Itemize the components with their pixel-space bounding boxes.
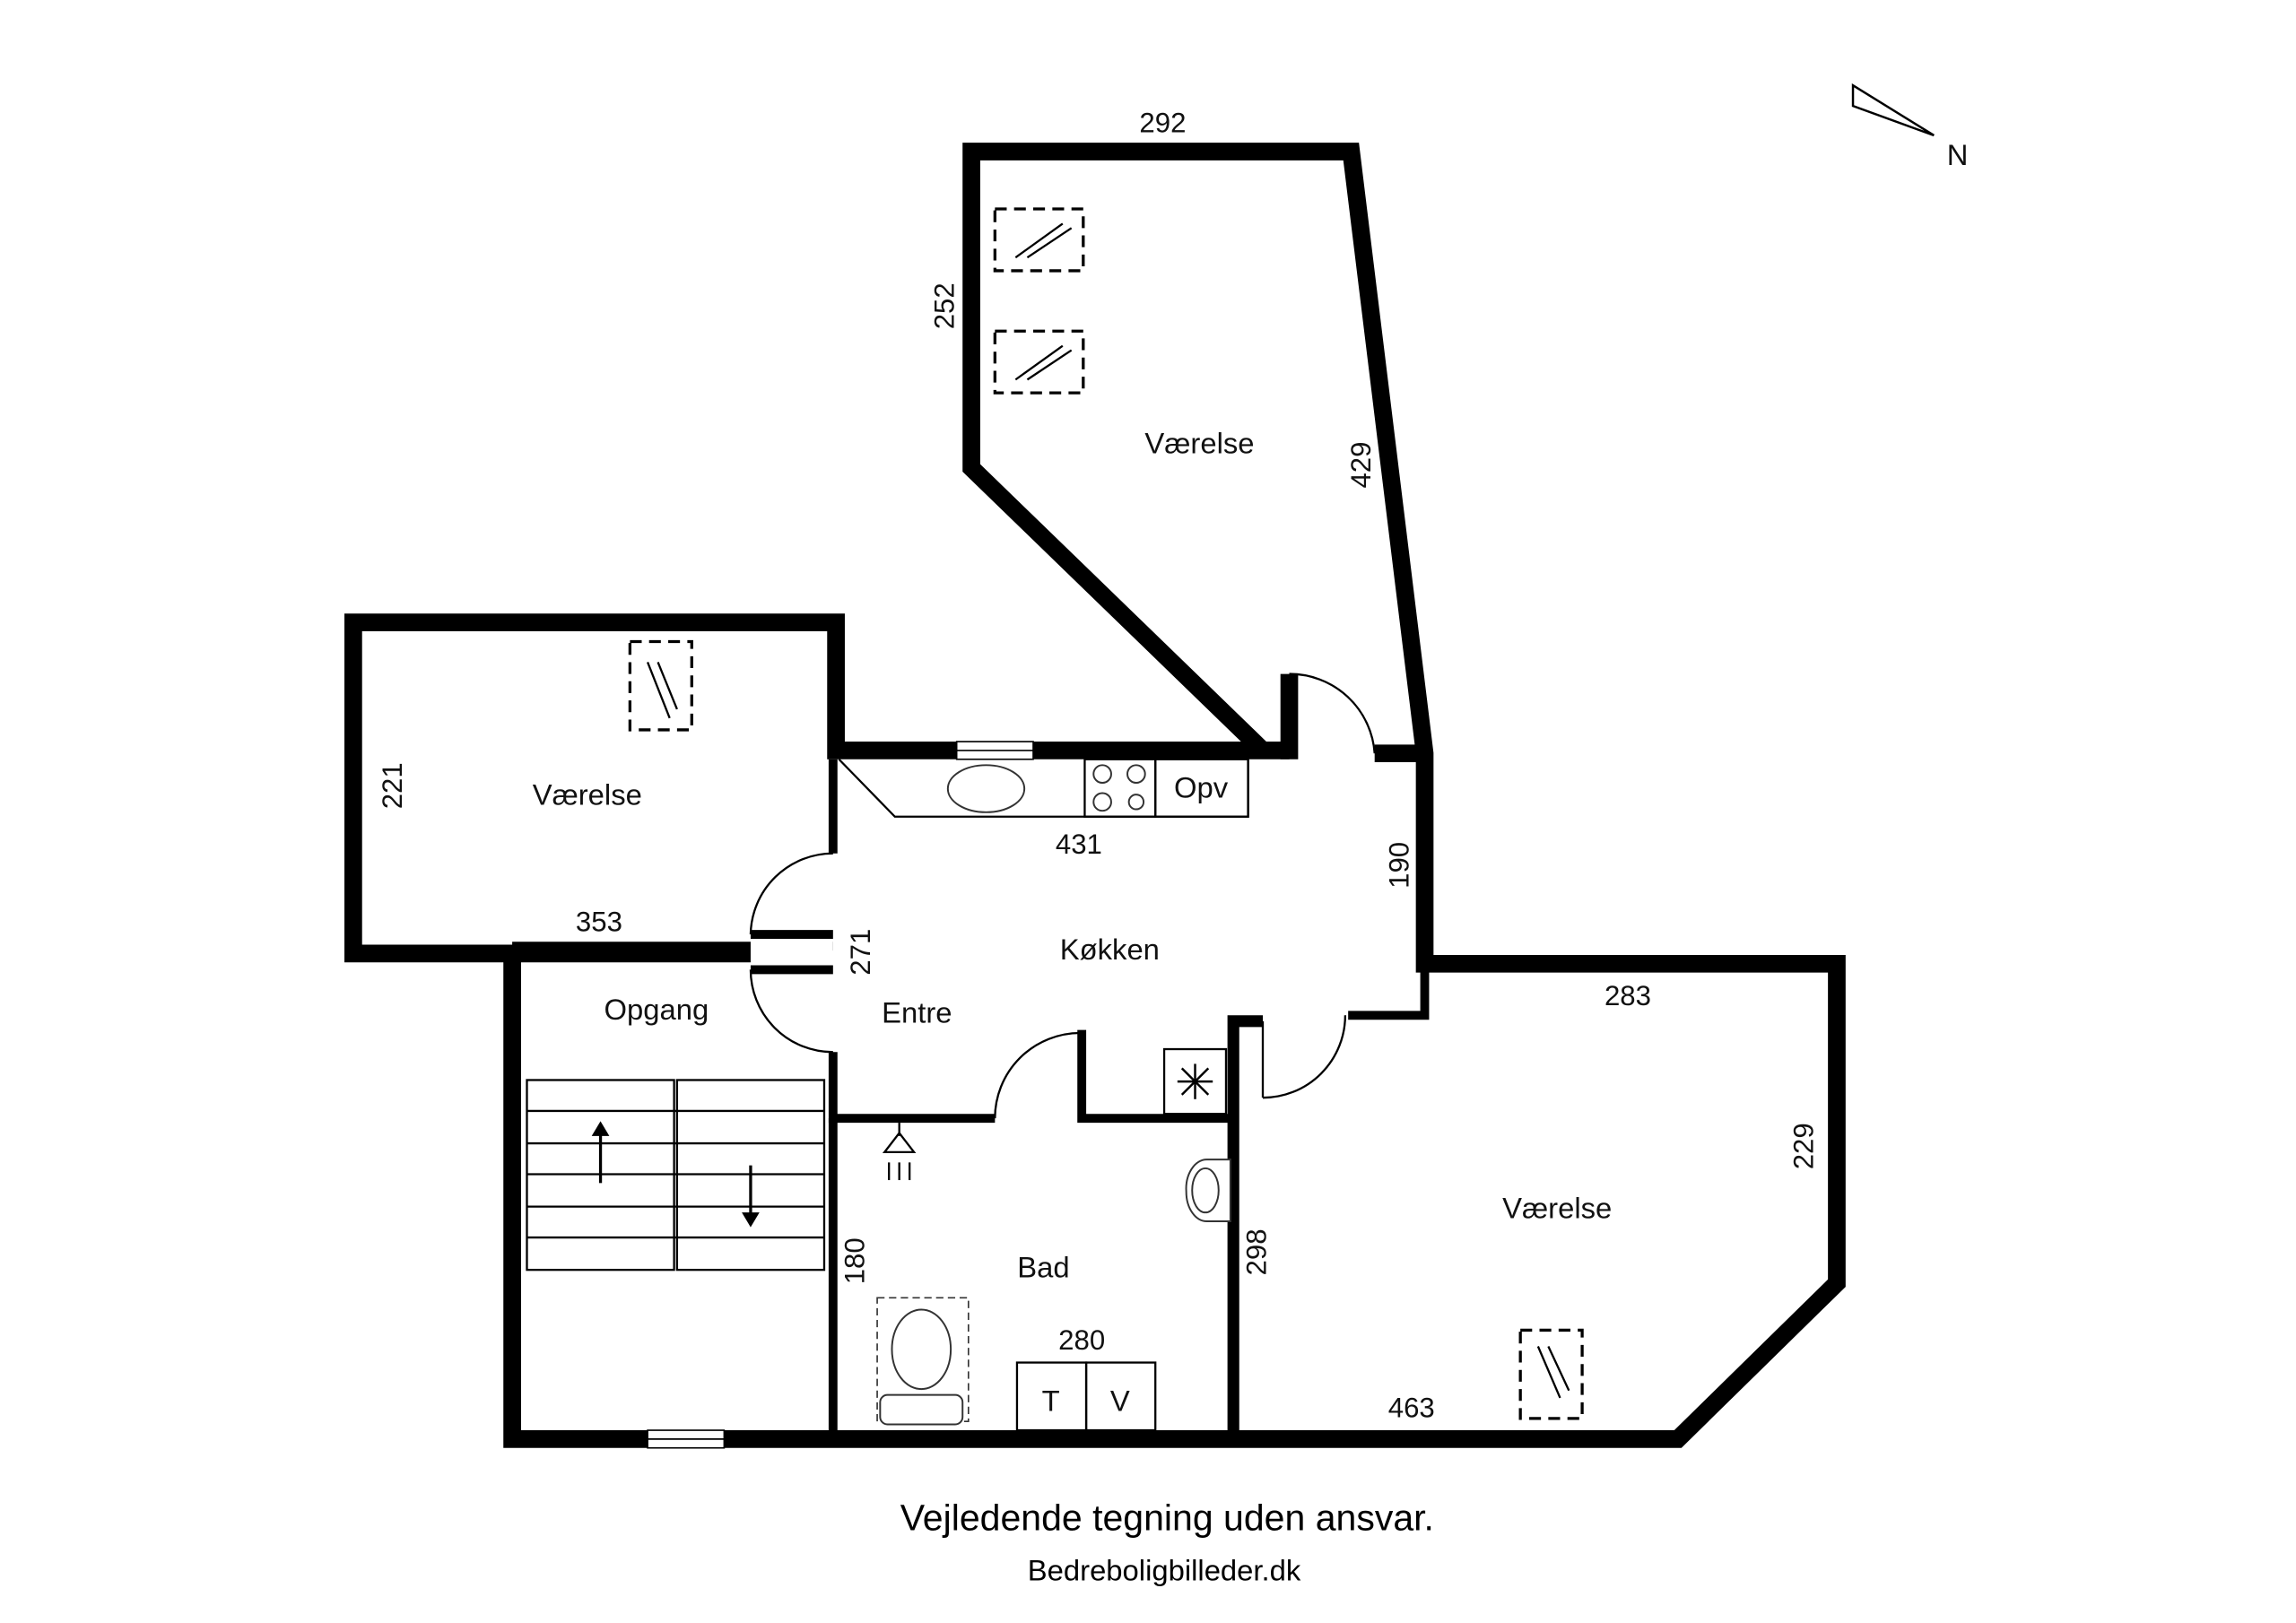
- disclaimer: Vejledende tegning uden ansvar.: [900, 1497, 1434, 1539]
- washbasin-icon: [1185, 1159, 1231, 1222]
- skylight-icon: [993, 329, 1085, 395]
- dimension-label: 229: [1788, 1123, 1820, 1169]
- windows: [647, 741, 1034, 1449]
- stove-icon: [1092, 764, 1146, 812]
- dimension-label: 180: [839, 1237, 870, 1284]
- room-label-stairs: Opgang: [604, 993, 709, 1026]
- sink-icon: [946, 764, 1026, 813]
- room-label-left: Værelse: [533, 778, 642, 812]
- room-label-right: Værelse: [1502, 1192, 1612, 1225]
- skylights: [628, 207, 1584, 1420]
- compass-label: N: [1947, 138, 1969, 171]
- dimension-label: 283: [1605, 980, 1651, 1011]
- north-arrow-icon: N: [1851, 82, 1969, 171]
- skylight-icon: [1518, 1328, 1584, 1420]
- dimension-label: 298: [1240, 1228, 1272, 1275]
- dimension-label: 221: [377, 762, 408, 809]
- dimension-label: 431: [1056, 829, 1102, 860]
- skylight-icon: [628, 639, 693, 732]
- dimension-label: 271: [845, 929, 876, 976]
- room-label-entry: Entre: [882, 995, 952, 1028]
- room-label-top: Værelse: [1144, 426, 1254, 459]
- ventilation-icon: [1162, 1047, 1228, 1115]
- dishwasher-label: Opv: [1174, 770, 1229, 803]
- kitchen-counter: Opv: [838, 758, 1249, 818]
- dimension-label: 292: [1139, 108, 1186, 139]
- dimension-label: 429: [1345, 442, 1377, 489]
- arrow-up-icon: [591, 1121, 610, 1184]
- skylight-icon: [993, 207, 1085, 273]
- toilet-icon: [876, 1297, 970, 1426]
- washer: [1084, 1361, 1157, 1432]
- walls: [344, 143, 1846, 1448]
- dimension-label: 252: [928, 282, 960, 329]
- washer-label: V: [1110, 1384, 1130, 1418]
- room-label-bath: Bad: [1017, 1250, 1069, 1283]
- staircase: [526, 1079, 826, 1271]
- bath-fixtures: T V: [876, 1123, 1231, 1432]
- dimension-label: 280: [1058, 1324, 1105, 1356]
- dimension-label: 463: [1388, 1392, 1435, 1423]
- dimension-label: 190: [1383, 842, 1414, 889]
- dryer-label: T: [1042, 1384, 1060, 1418]
- shower-icon: [882, 1123, 917, 1181]
- arrow-down-icon: [742, 1165, 760, 1228]
- doors[interactable]: [749, 673, 1376, 1119]
- room-label-kitchen: Køkken: [1060, 933, 1160, 966]
- credit: Bedreboligbilleder.dk: [1028, 1553, 1301, 1586]
- dimension-label: 353: [576, 907, 622, 938]
